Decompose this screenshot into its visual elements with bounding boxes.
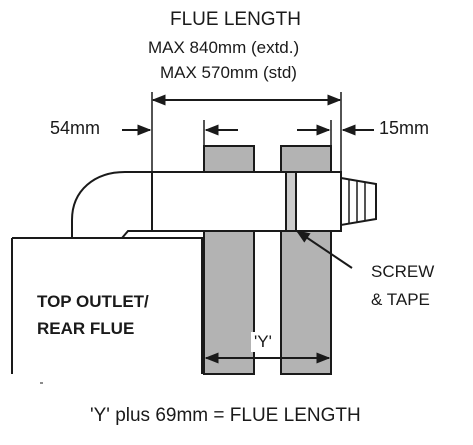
flue-pipe (151, 171, 287, 232)
outlet-label-line2: REAR FLUE (37, 319, 135, 338)
dim-left-label: 54mm (50, 118, 101, 138)
flue-length-title: FLUE LENGTH (170, 9, 301, 30)
screw-label: SCREW (371, 262, 435, 281)
flue-terminal (340, 176, 377, 227)
outlet-label-line1: TOP OUTLET/ (37, 292, 149, 311)
tape-label: & TAPE (371, 290, 430, 309)
max-standard-label: MAX 570mm (std) (160, 63, 297, 82)
max-extended-label: MAX 840mm (extd.) (148, 38, 300, 57)
screw-leader (295, 230, 353, 269)
y-label: 'Y' (251, 332, 275, 352)
tape-band (285, 171, 297, 232)
flue-elbow (71, 171, 153, 239)
caption: 'Y' plus 69mm = FLUE LENGTH (90, 405, 361, 426)
flue-pipe-end (295, 171, 342, 232)
dim-right-label: 15mm (379, 118, 430, 138)
